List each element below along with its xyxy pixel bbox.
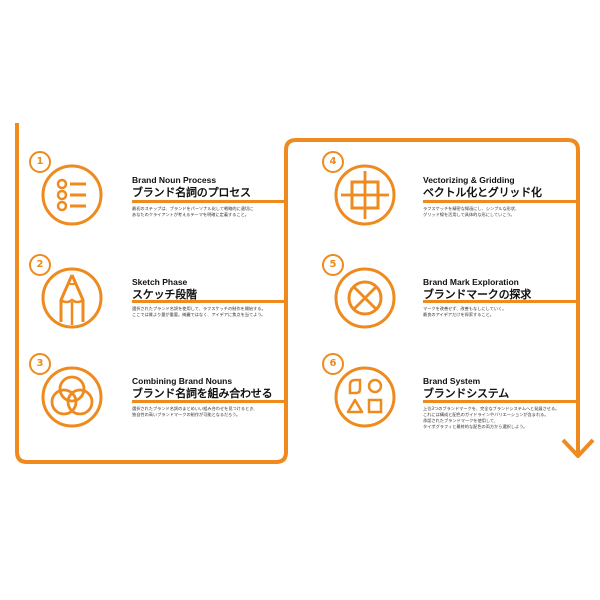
step-description: 最初のステップは、ブランドをパーソナル化して戦略的に適切に あなたのクライアント…: [132, 206, 254, 217]
grid-square-icon: [334, 164, 396, 226]
step-title-jp: ブランドマークの探求: [423, 288, 531, 301]
step-description: マークを改善せず、改善もなしにしていく。 最良のアイデアだけを探索すること。: [423, 306, 507, 317]
shapes-icon: [334, 366, 396, 428]
step-description: 上位3つのブランドマークを、完全なブランドシステムへと発展させる。 これには構成…: [423, 406, 560, 429]
step-divider: [423, 200, 578, 203]
step-description: ラフスケッチを精密な線画にし、シンプルな形状、 グリッド線を活用して具体的な形に…: [423, 206, 520, 217]
step-number: 5: [322, 254, 344, 276]
step-divider: [132, 400, 286, 403]
step-title-jp: ブランド名詞を組み合わせる: [132, 387, 273, 400]
step-divider: [132, 300, 286, 303]
step-title-en: Sketch Phase: [132, 277, 188, 287]
step-title-jp: ブランドシステム: [423, 387, 510, 400]
pencil-icon: [41, 267, 103, 329]
venn-circles-icon: [41, 366, 103, 428]
step-title-en: Brand Noun Process: [132, 175, 217, 185]
step-number: 4: [322, 151, 344, 173]
step-title-en: Brand System: [423, 376, 481, 386]
step-divider: [132, 200, 286, 203]
step-title-jp: ベクトル化とグリッド化: [423, 186, 542, 199]
step-number: 6: [322, 353, 344, 375]
step-number: 2: [29, 254, 51, 276]
step-title-en: Combining Brand Nouns: [132, 376, 233, 386]
step-description: 選択されたブランド名詞のまとめいい組み合わせを見つけるとき、 独自性の高いブラン…: [132, 406, 258, 417]
step-title-en: Vectorizing & Gridding: [423, 175, 515, 185]
step-number: 3: [29, 353, 51, 375]
step-divider: [423, 400, 578, 403]
list-icon: [41, 164, 103, 226]
step-divider: [423, 300, 578, 303]
step-title-jp: ブランド名詞のプロセス: [132, 186, 251, 199]
step-title-jp: スケッチ段階: [132, 288, 197, 301]
circle-x-icon: [334, 267, 396, 329]
step-title-en: Brand Mark Exploration: [423, 277, 519, 287]
step-description: 選択されたブランド名詞を使用して、ラフスケッチの制作を開始する。 ここでは質より…: [132, 306, 266, 317]
step-number: 1: [29, 151, 51, 173]
